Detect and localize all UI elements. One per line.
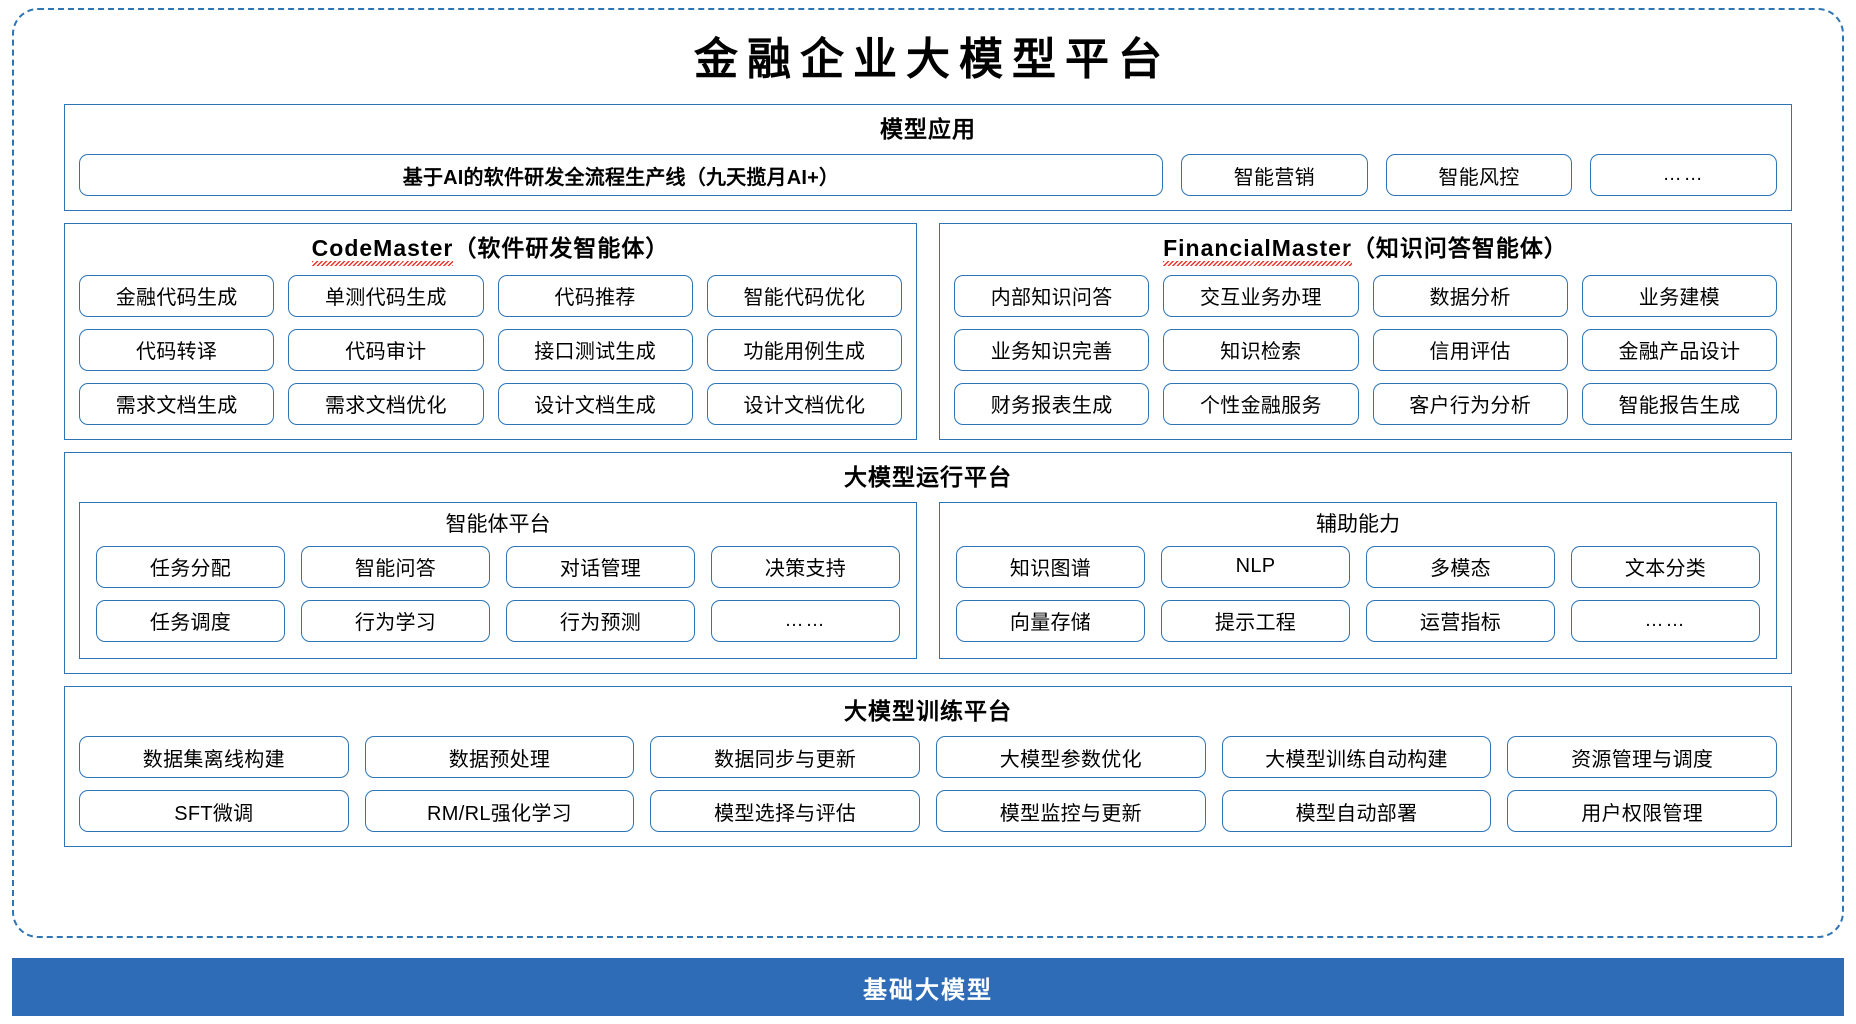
auxiliary-capability-item[interactable]: 提示工程 [1161, 599, 1350, 642]
code-master-item[interactable]: 功能用例生成 [706, 328, 902, 371]
training-platform-item[interactable]: RM/RL强化学习 [364, 790, 635, 833]
training-platform-items: 数据集离线构建 数据预处理 数据同步与更新 大模型参数优化 大模型训练自动构建 … [79, 736, 1777, 833]
app-pill-more[interactable]: …… [1590, 154, 1778, 197]
auxiliary-capability-items: 知识图谱 NLP 多模态 文本分类 向量存储 提示工程 运营指标 …… [956, 545, 1760, 642]
training-platform-item[interactable]: 数据集离线构建 [79, 736, 349, 779]
auxiliary-capability-title: 辅助能力 [1316, 512, 1400, 536]
auxiliary-capability-subpanel: 辅助能力 知识图谱 NLP 多模态 文本分类 向量存储 提示工程 运营指标 …… [939, 501, 1777, 659]
financial-master-item[interactable]: 业务知识完善 [954, 328, 1150, 371]
agent-platform-item[interactable]: 智能问答 [301, 545, 490, 588]
code-master-item[interactable]: 接口测试生成 [497, 328, 693, 371]
code-master-title-latin: CodeMaster [311, 235, 454, 266]
financial-master-item[interactable]: 数据分析 [1372, 274, 1568, 317]
training-platform-item[interactable]: SFT微调 [79, 790, 349, 833]
auxiliary-capability-item[interactable]: 知识图谱 [956, 545, 1145, 588]
app-pill-main[interactable]: 基于AI的软件研发全流程生产线（九天揽月AI+） [79, 154, 1163, 197]
training-platform-title: 大模型训练平台 [844, 697, 1012, 724]
training-platform-item[interactable]: 数据同步与更新 [650, 736, 920, 779]
financial-master-items: 内部知识问答 交互业务办理 数据分析 业务建模 业务知识完善 知识检索 信用评估… [954, 274, 1777, 425]
code-master-items: 金融代码生成 单测代码生成 代码推荐 智能代码优化 代码转译 代码审计 接口测试… [79, 274, 902, 425]
code-master-item[interactable]: 需求文档生成 [79, 382, 275, 425]
code-master-panel: CodeMaster（软件研发智能体） 金融代码生成 单测代码生成 代码推荐 智… [64, 223, 917, 440]
code-master-item[interactable]: 单测代码生成 [288, 274, 484, 317]
agent-platform-item[interactable]: 行为学习 [301, 599, 490, 642]
code-master-item[interactable]: 代码审计 [288, 328, 484, 371]
financial-master-item[interactable]: 内部知识问答 [954, 274, 1150, 317]
agents-row: CodeMaster（软件研发智能体） 金融代码生成 单测代码生成 代码推荐 智… [64, 223, 1792, 440]
agent-platform-subpanel: 智能体平台 任务分配 智能问答 对话管理 决策支持 任务调度 行为学习 行为预测… [79, 501, 917, 659]
auxiliary-capability-item[interactable]: 向量存储 [956, 599, 1145, 642]
agent-platform-title: 智能体平台 [445, 512, 551, 536]
runtime-subpanels: 智能体平台 任务分配 智能问答 对话管理 决策支持 任务调度 行为学习 行为预测… [79, 501, 1777, 659]
training-platform-item[interactable]: 模型监控与更新 [935, 790, 1206, 833]
financial-master-title: FinancialMaster（知识问答智能体） [954, 234, 1777, 274]
code-master-title-cn: （软件研发智能体） [453, 235, 670, 262]
code-master-item[interactable]: 金融代码生成 [79, 274, 275, 317]
page-title: 金融企业大模型平台 [694, 35, 1171, 84]
training-platform-panel: 大模型训练平台 数据集离线构建 数据预处理 数据同步与更新 大模型参数优化 大模… [64, 685, 1792, 848]
agent-platform-item[interactable]: 行为预测 [506, 599, 695, 642]
model-application-items: 基于AI的软件研发全流程生产线（九天揽月AI+） 智能营销 智能风控 …… [79, 154, 1778, 197]
auxiliary-capability-item[interactable]: NLP [1161, 545, 1350, 588]
code-master-item[interactable]: 代码转译 [79, 328, 275, 371]
agent-platform-item[interactable]: 决策支持 [711, 545, 900, 588]
financial-master-item[interactable]: 客户行为分析 [1372, 382, 1568, 425]
financial-master-item[interactable]: 交互业务办理 [1163, 274, 1359, 317]
runtime-platform-panel: 大模型运行平台 智能体平台 任务分配 智能问答 对话管理 决策支持 任务调度 行… [64, 451, 1792, 674]
model-application-panel: 模型应用 基于AI的软件研发全流程生产线（九天揽月AI+） 智能营销 智能风控 … [64, 104, 1792, 212]
training-platform-item[interactable]: 模型选择与评估 [650, 790, 920, 833]
financial-master-title-latin: FinancialMaster [1163, 235, 1352, 266]
financial-master-item[interactable]: 信用评估 [1372, 328, 1568, 371]
financial-master-item[interactable]: 知识检索 [1163, 328, 1359, 371]
training-platform-item[interactable]: 模型自动部署 [1221, 790, 1492, 833]
code-master-item[interactable]: 智能代码优化 [706, 274, 902, 317]
app-pill-risk-control[interactable]: 智能风控 [1385, 154, 1573, 197]
code-master-item[interactable]: 设计文档生成 [497, 382, 693, 425]
auxiliary-capability-item[interactable]: 文本分类 [1571, 545, 1760, 588]
code-master-item[interactable]: 需求文档优化 [288, 382, 484, 425]
app-pill-marketing[interactable]: 智能营销 [1181, 154, 1368, 197]
agent-platform-item-more[interactable]: …… [711, 599, 900, 642]
code-master-title: CodeMaster（软件研发智能体） [79, 234, 902, 274]
architecture-diagram-container: 金融企业大模型平台 模型应用 基于AI的软件研发全流程生产线（九天揽月AI+） … [12, 8, 1844, 938]
model-application-title: 模型应用 [880, 116, 976, 142]
training-platform-item[interactable]: 大模型参数优化 [935, 736, 1206, 779]
auxiliary-capability-item-more[interactable]: …… [1571, 599, 1760, 642]
auxiliary-capability-item[interactable]: 运营指标 [1366, 599, 1555, 642]
code-master-item[interactable]: 代码推荐 [497, 274, 693, 317]
training-platform-item[interactable]: 数据预处理 [364, 736, 635, 779]
runtime-platform-title: 大模型运行平台 [844, 463, 1012, 490]
code-master-item[interactable]: 设计文档优化 [706, 382, 902, 425]
auxiliary-capability-item[interactable]: 多模态 [1366, 545, 1555, 588]
agent-platform-item[interactable]: 任务调度 [96, 599, 285, 642]
training-platform-item[interactable]: 大模型训练自动构建 [1221, 736, 1492, 779]
financial-master-item[interactable]: 业务建模 [1581, 274, 1777, 317]
financial-master-title-cn: （知识问答智能体） [1351, 235, 1568, 262]
financial-master-item[interactable]: 金融产品设计 [1581, 328, 1777, 371]
financial-master-item[interactable]: 财务报表生成 [954, 382, 1150, 425]
base-model-bar-label: 基础大模型 [863, 976, 993, 1004]
agent-platform-item[interactable]: 对话管理 [506, 545, 695, 588]
training-platform-item[interactable]: 用户权限管理 [1507, 790, 1777, 833]
financial-master-item[interactable]: 智能报告生成 [1581, 382, 1777, 425]
training-platform-item[interactable]: 资源管理与调度 [1507, 736, 1777, 779]
base-model-bar: 基础大模型 [12, 958, 1844, 1016]
agent-platform-item[interactable]: 任务分配 [96, 545, 285, 588]
agent-platform-items: 任务分配 智能问答 对话管理 决策支持 任务调度 行为学习 行为预测 …… [96, 545, 900, 642]
financial-master-panel: FinancialMaster（知识问答智能体） 内部知识问答 交互业务办理 数… [939, 223, 1792, 440]
financial-master-item[interactable]: 个性金融服务 [1163, 382, 1359, 425]
